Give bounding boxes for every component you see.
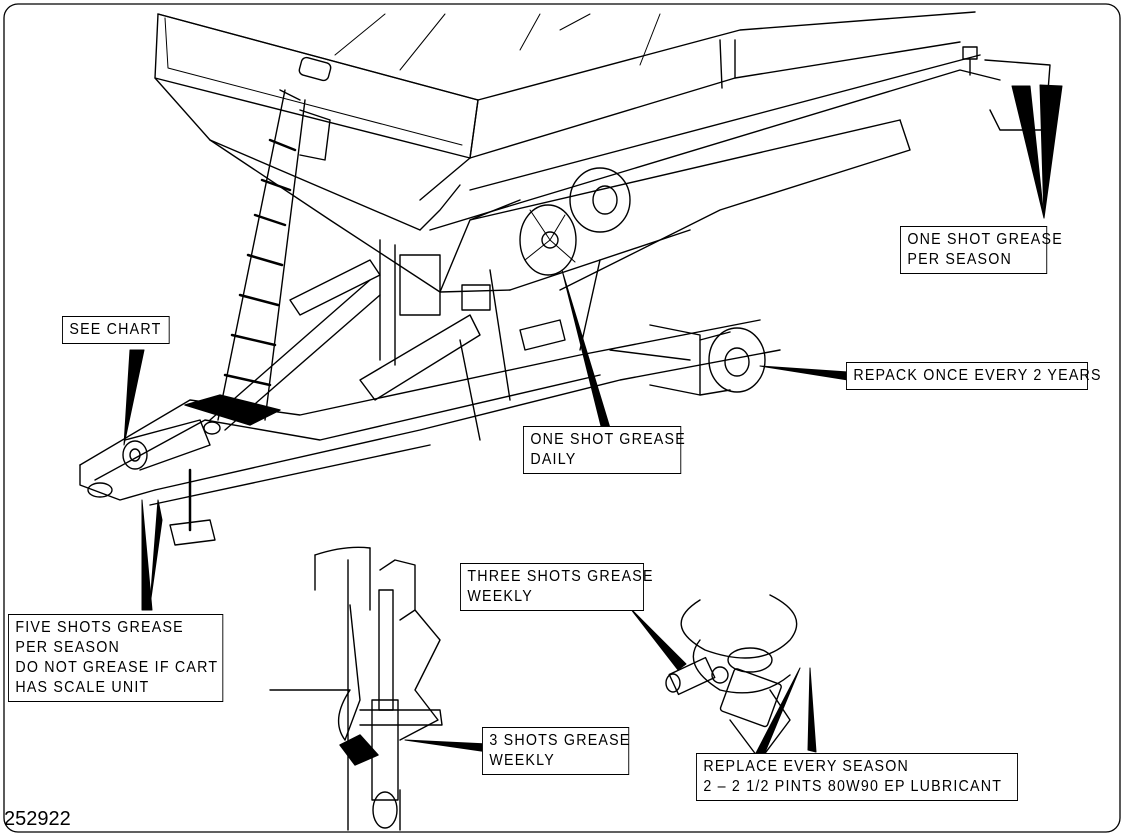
callout-line: ONE SHOT GREASE — [907, 231, 1063, 248]
callout-line: 2 – 2 1/2 PINTS 80W90 EP LUBRICANT — [703, 778, 1003, 795]
callout-line: PER SEASON — [907, 251, 1013, 268]
callout-line: DO NOT GREASE IF CART — [15, 659, 219, 676]
grain-cart-drawing — [79, 11, 1051, 546]
callout-five-shots-hitch: FIVE SHOTS GREASE PER SEASON DO NOT GREA… — [8, 614, 224, 702]
callout-line: ONE SHOT GREASE — [530, 431, 686, 448]
cylinder-detail-drawing — [269, 546, 443, 831]
callout-line: DAILY — [530, 451, 577, 468]
callout-line: REPACK ONCE EVERY 2 YEARS — [853, 367, 1102, 384]
callout-line: PER SEASON — [15, 639, 121, 656]
callout-line: WEEKLY — [489, 752, 555, 769]
callout-line: HAS SCALE UNIT — [15, 679, 150, 696]
callout-line: REPLACE EVERY SEASON — [703, 758, 910, 775]
callout-one-shot-per-season: ONE SHOT GREASE PER SEASON — [900, 226, 1063, 274]
callout-line: SEE CHART — [69, 321, 162, 338]
page-border — [3, 3, 1121, 833]
callout-line: 3 SHOTS GREASE — [489, 732, 631, 749]
callout-replace-gearbox-oil: REPLACE EVERY SEASON 2 – 2 1/2 PINTS 80W… — [696, 753, 1018, 801]
callout-cylinder-grease: 3 SHOTS GREASE WEEKLY — [482, 727, 629, 775]
gearbox-detail-drawing — [665, 594, 798, 761]
callout-line: THREE SHOTS GREASE — [467, 568, 654, 585]
callout-line: FIVE SHOTS GREASE — [15, 619, 184, 636]
part-number: 252922 — [4, 808, 71, 830]
callout-three-shots-weekly: THREE SHOTS GREASE WEEKLY — [460, 563, 654, 611]
callout-repack-bearing: REPACK ONCE EVERY 2 YEARS — [846, 362, 1102, 390]
callout-one-shot-daily: ONE SHOT GREASE DAILY — [523, 426, 686, 474]
callout-see-chart: SEE CHART — [62, 316, 170, 344]
leader-lines — [123, 84, 1063, 758]
callout-line: WEEKLY — [467, 588, 533, 605]
